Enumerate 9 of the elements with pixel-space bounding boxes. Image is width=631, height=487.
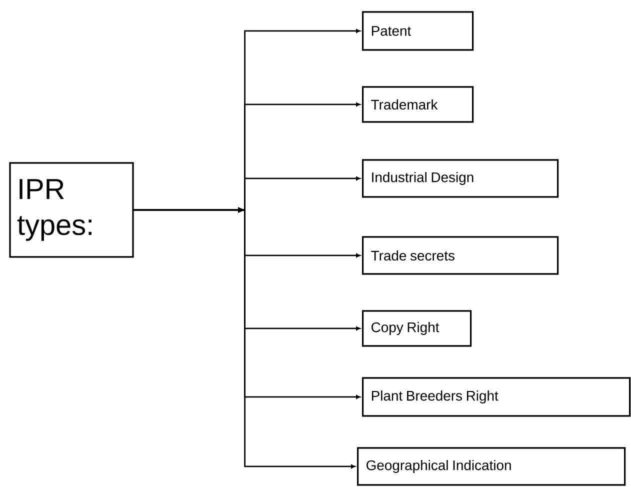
type-box: Trade secrets xyxy=(362,236,559,275)
type-box: Geographical Indication xyxy=(357,447,626,486)
category-box: IPR types: xyxy=(9,162,134,258)
arrow xyxy=(134,209,356,468)
type-box: Patent xyxy=(362,11,474,51)
type-box: Industrial Design xyxy=(362,159,559,198)
type-box: Copy Right xyxy=(362,310,472,347)
type-box: Trademark xyxy=(362,86,474,123)
type-box: Plant Breeders Right xyxy=(362,377,631,417)
